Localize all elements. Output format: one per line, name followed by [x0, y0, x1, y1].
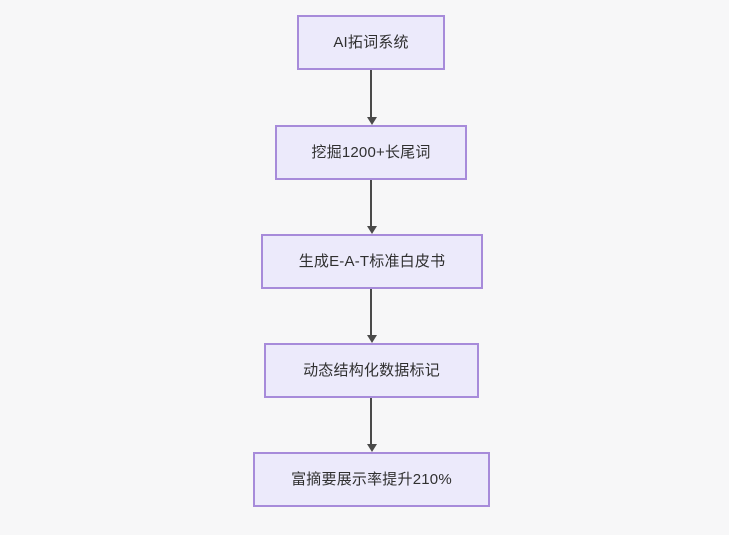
edge-line	[370, 70, 372, 119]
flow-node-label: AI拓词系统	[333, 33, 409, 51]
flow-node-rich-snippet-rate-increase[interactable]: 富摘要展示率提升210%	[253, 452, 490, 507]
flow-node-label: 生成E-A-T标准白皮书	[298, 252, 446, 270]
edge-n1-n2	[367, 70, 377, 125]
edge-n2-n3	[367, 180, 377, 234]
flow-node-label: 富摘要展示率提升210%	[291, 470, 452, 488]
flow-node-label: 动态结构化数据标记	[303, 361, 440, 379]
arrowhead-icon	[367, 226, 377, 234]
flow-node-ai-keyword-system[interactable]: AI拓词系统	[297, 15, 445, 70]
arrowhead-icon	[367, 444, 377, 452]
flow-node-mine-longtail-keywords[interactable]: 挖掘1200+长尾词	[275, 125, 467, 180]
arrowhead-icon	[367, 335, 377, 343]
flow-node-label: 挖掘1200+长尾词	[311, 143, 431, 161]
edge-line	[370, 289, 372, 337]
edge-n4-n5	[367, 397, 377, 452]
edge-line	[370, 397, 372, 446]
edge-line	[370, 180, 372, 228]
edge-n3-n4	[367, 289, 377, 343]
flow-node-dynamic-structured-data-markup[interactable]: 动态结构化数据标记	[264, 343, 479, 398]
arrowhead-icon	[367, 117, 377, 125]
flow-node-generate-eat-whitepaper[interactable]: 生成E-A-T标准白皮书	[261, 234, 483, 289]
